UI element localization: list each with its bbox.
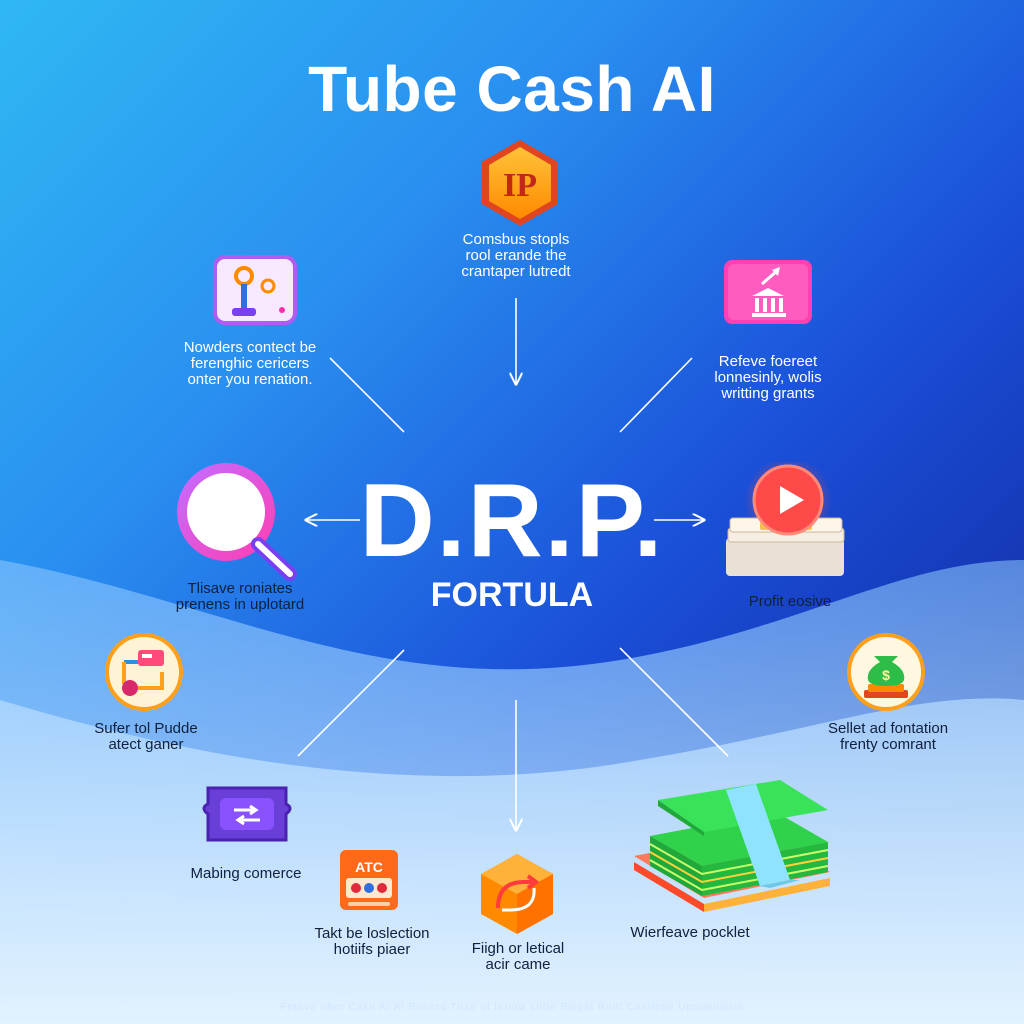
connector-lower-left [297,649,405,757]
cube-arrow-icon [481,854,553,934]
connector-lower-right [619,647,729,757]
core-subtitle: FORTULA [430,576,594,614]
core-acronym: D.R.P. [359,463,665,579]
node-right-label: Profit eosive [748,593,832,610]
video-cash-icon [726,462,845,576]
svg-text:$: $ [882,667,890,683]
pipeline-icon [105,633,183,711]
magnifier-icon [177,463,297,581]
atc-panel-icon: ATC [340,850,398,910]
money-bag-icon: $ [847,633,925,711]
connector-upper-left [329,357,405,433]
footer-text: Fetove liber Cash AI Al Riinerd Tlise of… [280,1002,744,1013]
node-bottom-left-label: Mabing comerce [190,865,302,882]
ip-hexagon-icon: IP [482,140,558,226]
ticket-icon [202,786,292,842]
cash-stack-icon [634,780,830,912]
ip-badge-text: IP [503,167,537,204]
page-title: Tube Cash AI [308,53,716,125]
connector-upper-right [619,357,693,433]
gears-panel-icon [213,255,297,325]
node-bottom-right-label: Wierfeave pocklet [630,924,750,941]
bank-growth-icon [724,260,812,324]
atc-badge-text: ATC [355,859,383,875]
